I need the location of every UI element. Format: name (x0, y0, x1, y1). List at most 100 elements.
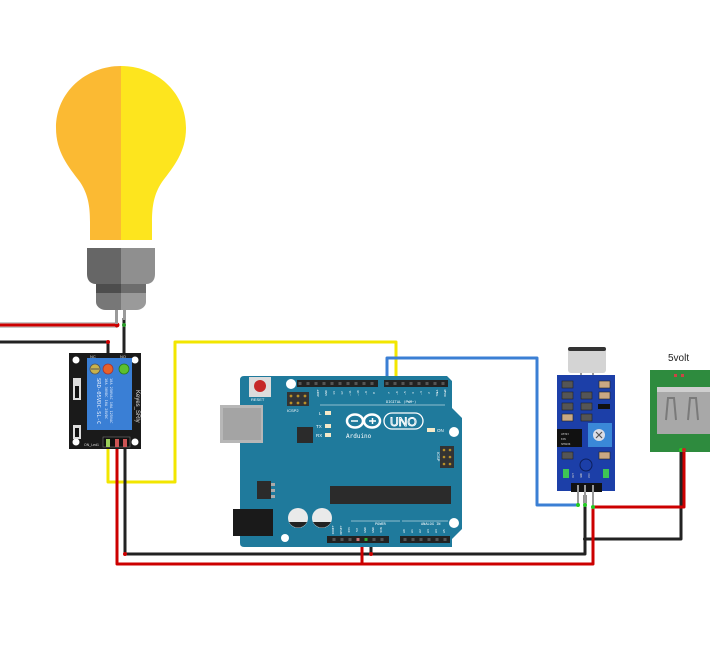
terminal-no-label: NO (120, 354, 126, 359)
bulb-glass-left (56, 66, 121, 240)
usb-a-contact (687, 397, 699, 421)
arduino-logo (345, 412, 424, 430)
analog-pin[interactable] (427, 538, 431, 541)
sensor-pin-gnd[interactable] (584, 485, 586, 505)
relay-module[interactable]: NC NO SRD-05VDC-SL-C 10A 250VAC 10A 125V… (69, 353, 141, 449)
digital-header-left (297, 380, 378, 387)
analog-pin[interactable] (435, 538, 439, 541)
digital-pin[interactable] (330, 382, 334, 385)
digital-pin[interactable] (298, 382, 302, 385)
terminal-nc-label: NC (90, 354, 96, 359)
digital-pin[interactable] (338, 382, 342, 385)
digital-pin[interactable] (433, 382, 437, 385)
digital-pin[interactable] (314, 382, 318, 385)
digital-pin-label: GND (324, 390, 328, 396)
mount-hole (131, 438, 139, 446)
atmega-chip (330, 486, 451, 504)
chip-text-2: KIN (561, 437, 566, 441)
usb-chip (297, 427, 313, 443)
regulator-tab (271, 483, 275, 486)
terminal-screw-nc[interactable] (102, 363, 114, 375)
usb-a-contact (665, 397, 677, 421)
wire-node (122, 323, 126, 327)
dc-barrel-jack[interactable] (233, 509, 273, 536)
sensor-pin-gnd-label: GND (579, 473, 583, 478)
digital-pin[interactable] (385, 382, 389, 385)
analog-pin-label: A5 (442, 529, 446, 533)
wire-vcc-usb (593, 450, 686, 509)
sensor-chip (557, 429, 582, 447)
digital-pin[interactable] (362, 382, 366, 385)
relay-led-core (75, 428, 79, 437)
pot-cross (595, 431, 603, 439)
relay-pin-gnd[interactable] (123, 439, 127, 447)
digital-pin[interactable] (425, 382, 429, 385)
power-pin[interactable] (348, 538, 352, 541)
digital-pin[interactable] (370, 382, 374, 385)
terminal-screw-no[interactable] (118, 363, 130, 375)
voltage-regulator (257, 481, 271, 499)
wire-gnd-bus (123, 447, 587, 556)
arduino-model: UNO (390, 415, 417, 429)
relay-rating-line-2: 10A 30VDC 10A 28VDC (104, 378, 108, 419)
usb-power-smd (681, 374, 684, 377)
sensor-pin-out[interactable] (577, 485, 579, 505)
light-bulb[interactable] (56, 66, 186, 324)
digital-pin[interactable] (417, 382, 421, 385)
smd-part (561, 451, 574, 460)
digital-pin[interactable] (441, 382, 445, 385)
analog-pin[interactable] (403, 538, 407, 541)
power-pin[interactable] (372, 538, 376, 541)
analog-pin[interactable] (419, 538, 423, 541)
wire-node (123, 552, 127, 556)
digital-pin[interactable] (393, 382, 397, 385)
smd-part (580, 391, 593, 400)
power-pin[interactable] (364, 538, 368, 541)
bulb-base-lower-left (96, 293, 121, 310)
icsp-header (440, 446, 454, 468)
capacitor (312, 508, 332, 528)
analog-pin[interactable] (443, 538, 447, 541)
usb-a-port[interactable] (657, 387, 710, 434)
analog-header (400, 536, 450, 543)
sensor-pin-out-label: OUT (571, 473, 575, 478)
bulb-pin (123, 310, 126, 320)
smd-part (598, 451, 611, 460)
smd-part (561, 380, 574, 389)
mount-hole (72, 356, 80, 364)
power-pin[interactable] (340, 538, 344, 541)
sound-sensor-module[interactable]: LM393 KIN SENSOR OUT GND VCC (557, 347, 615, 509)
analog-pin-label: A0 (402, 529, 406, 533)
digital-pin[interactable] (401, 382, 405, 385)
smd-part (598, 391, 611, 400)
usb-power-module[interactable]: 5volt (650, 353, 710, 452)
microphone-capsule (568, 347, 606, 373)
power-pin[interactable] (380, 538, 384, 541)
digital-pin[interactable] (354, 382, 358, 385)
smd-part (561, 391, 574, 400)
wire-node (106, 340, 110, 344)
digital-pin[interactable] (346, 382, 350, 385)
relay-pin-signal[interactable] (106, 439, 110, 447)
digital-label: DIGITAL (PWM~) (386, 400, 416, 404)
analog-label: ANALOG IN (421, 522, 440, 526)
reset-button[interactable] (254, 380, 266, 392)
wire-vcc-bus (115, 447, 595, 566)
wire-node (679, 448, 683, 452)
usb-b-port-inner (223, 408, 261, 440)
led-tx (325, 424, 331, 428)
power-label: POWER (375, 522, 387, 526)
mount-hole (72, 438, 80, 446)
power-pin[interactable] (356, 538, 360, 541)
analog-pin[interactable] (411, 538, 415, 541)
icsp-label: ICSP (436, 452, 441, 462)
relay-pin-vcc[interactable] (115, 439, 119, 447)
digital-pin[interactable] (322, 382, 326, 385)
sensor-pin-vcc[interactable] (592, 485, 594, 505)
power-pin[interactable] (332, 538, 336, 541)
digital-header-right (384, 380, 448, 387)
digital-pin[interactable] (306, 382, 310, 385)
digital-pin[interactable] (409, 382, 413, 385)
